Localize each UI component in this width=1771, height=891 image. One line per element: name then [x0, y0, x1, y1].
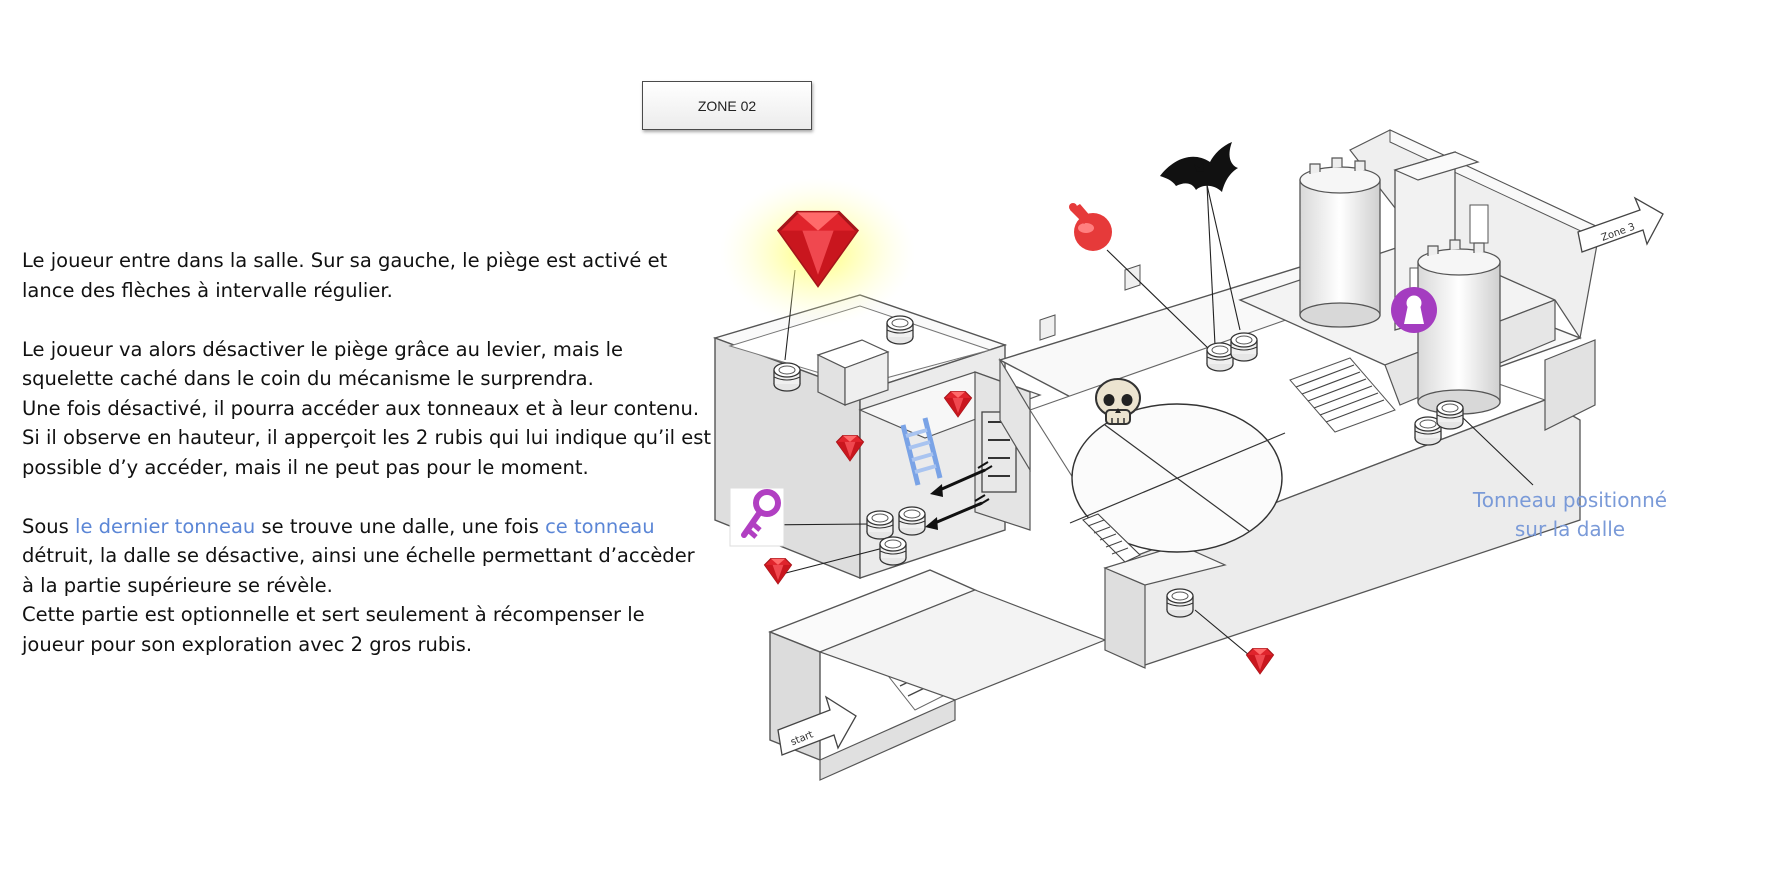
- callout-line-1: Tonneau positionné: [1472, 488, 1668, 512]
- zone-title-box: ZONE 02: [642, 81, 812, 130]
- keyhole-icon: [1391, 287, 1437, 333]
- barrel-icon: [1166, 588, 1194, 618]
- barrel-icon: [1436, 400, 1464, 430]
- tower-right: [1417, 239, 1501, 415]
- secret-text-c: détruit, la dalle se désactive, ainsi un…: [22, 544, 695, 597]
- rubies: [720, 178, 1275, 675]
- ladder-icon: [900, 417, 943, 486]
- start-arrow: start: [777, 695, 857, 756]
- bat-icon: [1160, 142, 1238, 192]
- this-barrel-link: ce tonneau: [545, 514, 655, 538]
- last-barrel-link: le dernier tonneau: [75, 514, 256, 538]
- barrel-icon: [1230, 332, 1258, 362]
- tower-left: [1299, 157, 1381, 328]
- zone-title: ZONE 02: [697, 97, 757, 114]
- entrance-stairs: [768, 569, 1107, 781]
- paragraph-entry: Le joueur entre dans la salle. Sur sa ga…: [22, 249, 668, 302]
- skull-icon: [1095, 378, 1141, 425]
- barrel-icon: [898, 506, 926, 536]
- trap-line-1: Le joueur va alors désactiver le piège g…: [22, 337, 624, 391]
- barrel-icon: [773, 362, 801, 392]
- trap-line-3: Si il observe en hauteur, il apperçoit l…: [22, 426, 712, 479]
- barrel-icon: [866, 510, 894, 540]
- level-description: Le joueur entre dans la salle. Sur sa ga…: [22, 246, 712, 659]
- ruby-icon: [763, 558, 793, 585]
- barrel-icon: [1206, 342, 1234, 372]
- paragraph-secret: Sous le dernier tonneau se trouve une da…: [22, 512, 712, 660]
- arrow-trap-icon: [925, 461, 993, 530]
- secret-text-a: Sous: [22, 514, 76, 538]
- ruby-icon: [1245, 648, 1275, 675]
- potion-icon: [1069, 203, 1112, 251]
- barrel-icon: [879, 536, 907, 566]
- callout-line-2: sur la dalle: [1514, 517, 1626, 541]
- secret-text-b: se trouve une dalle, une fois: [255, 514, 546, 538]
- paragraph-trap: Le joueur va alors désactiver le piège g…: [22, 335, 712, 483]
- barrel-on-plate-callout: Tonneau positionné sur la dalle: [1455, 486, 1685, 544]
- key-icon: [729, 487, 785, 547]
- trap-line-2: Une fois désactivé, il pourra accéder au…: [22, 396, 700, 420]
- secret-line-2: Cette partie est optionnelle et sert seu…: [22, 603, 645, 656]
